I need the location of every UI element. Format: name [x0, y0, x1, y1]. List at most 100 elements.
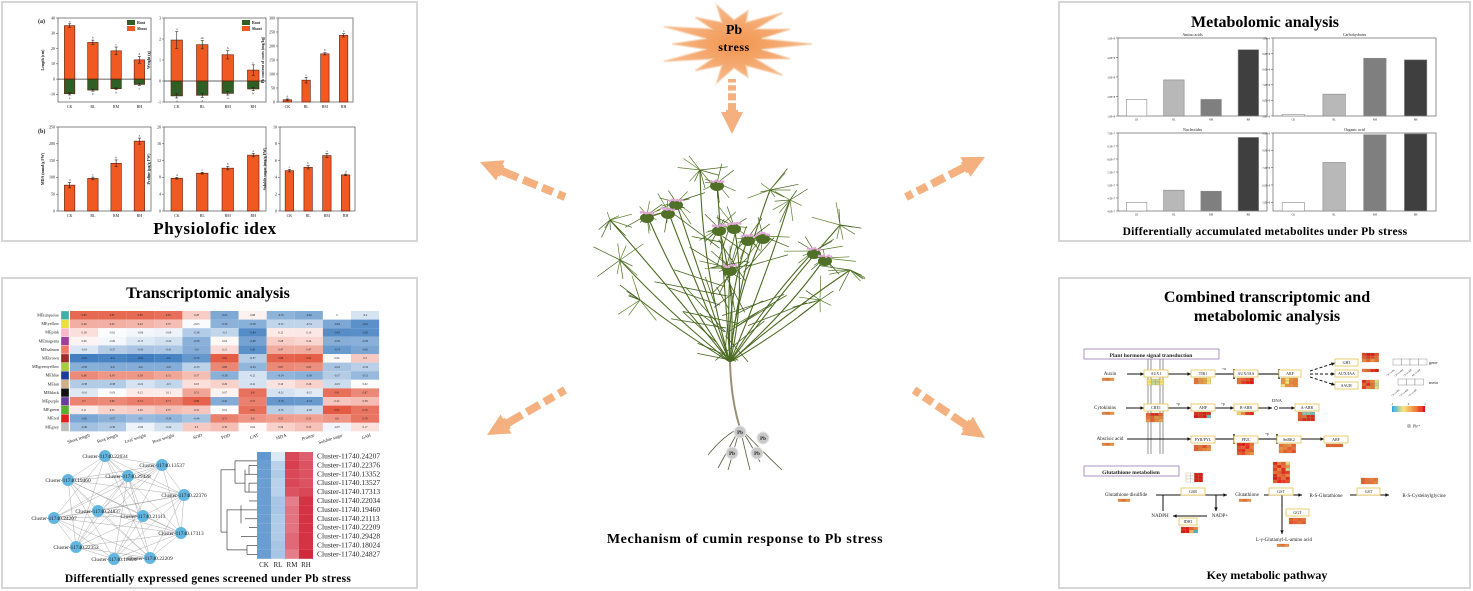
y-tick-label: 1	[159, 57, 161, 62]
leaf-segment	[609, 219, 626, 236]
metabolomics-title: Metabolomic analysis	[1191, 14, 1339, 31]
gene-box	[1233, 403, 1259, 412]
stress-label-line2: stress	[718, 40, 749, 54]
y-tick-label: 7.0E+8	[1262, 167, 1270, 170]
section-box-glutathione	[1083, 465, 1180, 477]
heat-cell	[1206, 414, 1211, 419]
heat-cell	[1202, 411, 1207, 416]
plant-branch	[729, 189, 771, 363]
leaf-segment	[689, 169, 701, 182]
bar-root-pb	[320, 53, 330, 103]
color-scale-segment	[1417, 406, 1419, 412]
heatmap-cell-value: 0.38	[363, 400, 368, 403]
heat-cell	[1277, 467, 1282, 472]
heatmap-cell-value: -0.28	[306, 409, 312, 412]
heatmap-cell-value: 0.26	[278, 426, 283, 429]
expression-cell	[271, 460, 285, 470]
legend-label: Root	[137, 20, 146, 25]
legend-swatch-shoot	[242, 26, 250, 31]
flower	[673, 199, 677, 202]
heatmap-cell-value: -0.21	[278, 392, 284, 395]
heatmap-cell-value: -0.09	[137, 426, 143, 429]
flower	[740, 234, 744, 238]
heatmap-cell-value: 0	[336, 314, 338, 317]
bar-relative-content	[1126, 202, 1148, 212]
leaf-segment	[716, 227, 730, 267]
starburst-shape	[663, 2, 813, 86]
heatmap-cell-value: 0.11	[166, 392, 171, 395]
y-tick-label: 0	[53, 76, 55, 81]
expression-cell	[271, 549, 285, 559]
network-edge	[53, 464, 163, 519]
heat-cell	[1306, 417, 1311, 422]
leaf-segment	[789, 188, 808, 201]
network-node	[175, 527, 187, 539]
compound-heat-strip	[1238, 498, 1252, 502]
flower	[809, 248, 812, 251]
color-scale-label: -1	[1391, 402, 1394, 406]
leaf-segment	[682, 311, 740, 324]
plant-branch	[619, 259, 731, 363]
heatmap-cell	[322, 336, 351, 346]
flower	[738, 222, 742, 225]
gene-heat-grid	[1145, 412, 1163, 423]
color-scale-segment	[1398, 406, 1400, 412]
module-label: MEblack	[44, 390, 60, 395]
heat-cell	[1325, 443, 1331, 448]
legend-meta-label: meta	[1429, 380, 1438, 385]
physiology-title: Physiolofic idex	[153, 219, 276, 238]
gene-box	[1268, 487, 1294, 496]
flower	[719, 180, 722, 184]
module-label: MEsalmon	[41, 347, 60, 352]
flower	[644, 211, 648, 215]
heatmap-cell-value: -0.41	[165, 349, 171, 352]
category-label: RL	[200, 104, 206, 109]
gene-box	[1178, 517, 1198, 526]
network-edge	[53, 455, 106, 519]
plant-branch	[729, 199, 791, 363]
leaf-segment	[743, 237, 775, 273]
heat-cell	[1301, 517, 1306, 522]
heat-cell	[1241, 448, 1246, 453]
heatmap-cell-value: -0.58	[250, 323, 256, 326]
heatmap-cell-value: 0.01	[222, 409, 227, 412]
metabolomics-subtitle: Differentially accumulated metabolites u…	[1123, 226, 1408, 238]
leaf-segment	[699, 169, 720, 176]
heatmap-cell	[98, 414, 127, 423]
legend-meta-cell	[1397, 378, 1407, 386]
group-label: CK	[259, 561, 269, 569]
heatmap-cell-value: 0.32	[334, 400, 339, 403]
heatmap-cell-value: -0.07	[334, 426, 340, 429]
network-edge	[127, 475, 144, 517]
heatmap-cell	[322, 311, 351, 320]
expression-cell	[271, 541, 285, 550]
umbel	[661, 209, 675, 219]
heatmap-cell-value: 0.17	[363, 426, 368, 429]
pathway-arrow	[1309, 376, 1336, 386]
network-edge	[67, 479, 115, 560]
y-tick-label: 9.0E+8	[1262, 53, 1270, 56]
heat-cell	[1194, 472, 1199, 477]
heatmap-cell	[322, 422, 351, 432]
color-scale-segment	[1421, 406, 1423, 412]
module-color-swatch	[60, 328, 70, 337]
heat-cell	[1272, 473, 1278, 478]
arrowhead	[1173, 514, 1177, 518]
heat-cell	[1277, 476, 1282, 481]
heatmap-cell	[98, 345, 127, 354]
leaf-segment	[769, 189, 776, 198]
heatmap-cell-value: 0.8	[251, 392, 255, 395]
gene-heat-grid	[1361, 368, 1379, 373]
heatmap-cell-value: -0.65	[81, 417, 87, 420]
heatmap-cell-value: -0.57	[109, 417, 115, 420]
leaf-segment	[699, 169, 706, 188]
color-scale-segment	[1406, 406, 1408, 412]
expression-cell	[271, 505, 285, 515]
heatmap-cell	[351, 388, 380, 397]
heatmap-cell	[182, 336, 211, 346]
heatmap-cell-value: -0.37	[250, 357, 256, 360]
expression-heatmap: Cluster-11740.24207Cluster-11740.22376Cl…	[220, 452, 380, 569]
flower	[729, 264, 733, 267]
arrow-dash	[929, 173, 947, 188]
gene-heat-grid	[1180, 526, 1198, 534]
